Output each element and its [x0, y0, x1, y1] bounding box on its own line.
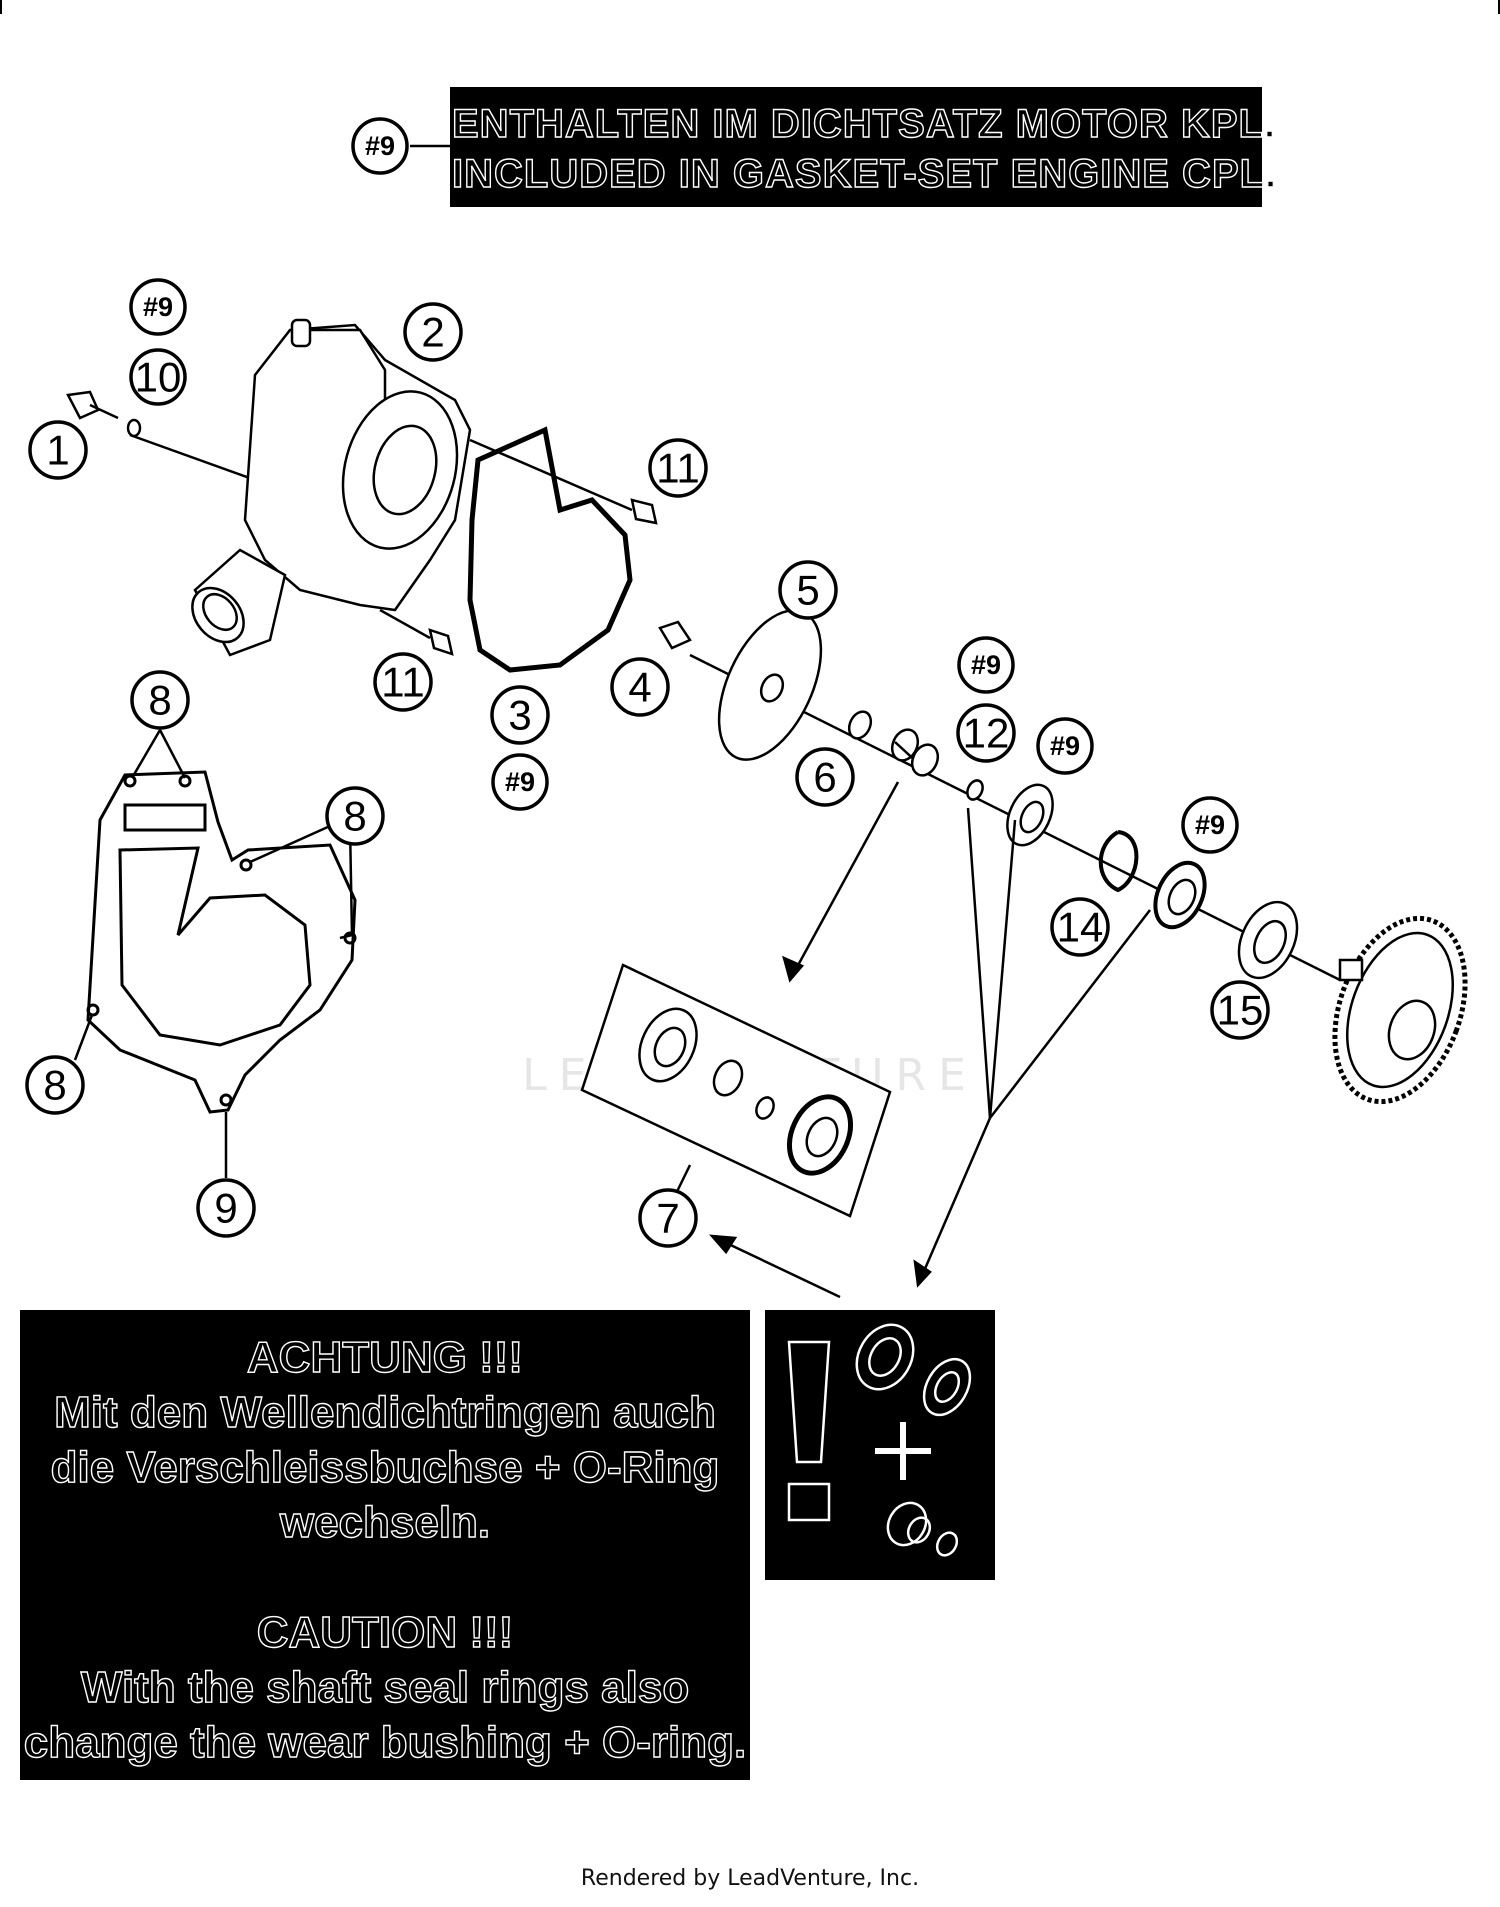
banner-line-german: ENTHALTEN IM DICHTSATZ MOTOR KPL. [451, 101, 1277, 146]
seal-washer-part [126, 418, 142, 438]
svg-text:#9: #9 [505, 767, 535, 797]
callout-11-upper: 11 [648, 438, 708, 498]
callout-2: 2 [403, 302, 463, 362]
o-ring-icon [935, 1531, 959, 1557]
corner-mark-right [1498, 0, 1500, 14]
gasket-set-banner: ENTHALTEN IM DICHTSATZ MOTOR KPL. INCLUD… [450, 87, 1278, 207]
callout-11-lower: 11 [373, 652, 433, 712]
circlip-part [1098, 830, 1139, 893]
svg-text:#9: #9 [1050, 731, 1080, 761]
shaft-seal-part [1006, 783, 1054, 847]
svg-text:5: 5 [796, 567, 819, 614]
svg-text:8: 8 [148, 677, 171, 724]
callout-8-left: 8 [25, 1055, 85, 1115]
svg-text:14: 14 [1057, 904, 1104, 951]
ref-callout-9-oring: #9 [957, 636, 1015, 694]
seal-ring-icon [855, 1323, 915, 1391]
callout-6: 6 [795, 747, 855, 807]
housing-gasket-part [467, 426, 633, 673]
callout-12: 12 [956, 703, 1016, 763]
ref-callout-9-bearing-seal: #9 [1181, 796, 1239, 854]
corner-mark-left [0, 0, 2, 14]
callout-3: 3 [490, 685, 550, 745]
cover-gasket-part [86, 770, 357, 1114]
radial-shaft-seal-part [1153, 860, 1207, 930]
wear-bushing-part [890, 728, 940, 777]
svg-text:#9: #9 [365, 131, 395, 161]
screw-part [66, 390, 119, 420]
callout-5: 5 [778, 560, 838, 620]
callout-8-right: 8 [325, 786, 385, 846]
svg-text:1: 1 [46, 427, 69, 474]
exclamation-dot-icon [787, 1482, 831, 1522]
warning-line-german-1: Mit den Wellendichtringen auch [53, 1387, 716, 1437]
svg-text:6: 6 [813, 754, 836, 801]
callout-10: 10 [129, 348, 187, 406]
warning-title-english: CAUTION !!! [256, 1607, 514, 1657]
banner-line-english: INCLUDED IN GASKET-SET ENGINE CPL. [451, 151, 1278, 196]
callout-1: 1 [28, 420, 88, 480]
svg-text:8: 8 [343, 793, 366, 840]
svg-text:15: 15 [1217, 987, 1264, 1034]
plus-icon [875, 1422, 931, 1480]
callout-4: 4 [610, 657, 670, 717]
warning-title-german: ACHTUNG !!! [246, 1332, 524, 1382]
repair-kit-box [580, 963, 892, 1218]
ball-bearing-part [1237, 900, 1299, 980]
svg-text:2: 2 [421, 309, 444, 356]
callout-8-top: 8 [130, 670, 190, 730]
svg-text:#9: #9 [143, 292, 173, 322]
screw-axis-line [129, 433, 256, 482]
callout-9: 9 [196, 1178, 256, 1238]
svg-text:#9: #9 [971, 650, 1001, 680]
caution-box: ACHTUNG !!! Mit den Wellendichtringen au… [20, 1310, 750, 1780]
dowel-pin-part-lower [428, 628, 454, 656]
dowel-pin-part-upper [630, 498, 658, 525]
warning-line-german-2: die Verschleissbuchse + O-Ring [50, 1442, 720, 1492]
replace-parts-icon-box [765, 1310, 995, 1580]
svg-text:11: 11 [656, 445, 700, 492]
o-ring-part [966, 779, 984, 801]
warning-line-german-3: wechseln. [279, 1497, 491, 1547]
ref-callout-9-seal: #9 [1036, 717, 1094, 775]
exclamation-bar-icon [787, 1340, 831, 1464]
svg-text:9: 9 [214, 1185, 237, 1232]
svg-text:10: 10 [135, 354, 182, 401]
svg-text:12: 12 [963, 710, 1010, 757]
callout-7: 7 [638, 1188, 698, 1248]
washer-part [847, 710, 873, 740]
replace-parts-icon [787, 1323, 972, 1557]
callout-14: 14 [1050, 897, 1110, 957]
svg-text:7: 7 [656, 1195, 679, 1242]
svg-text:3: 3 [508, 692, 531, 739]
svg-text:4: 4 [628, 664, 651, 711]
svg-text:#9: #9 [1195, 810, 1225, 840]
ref-callout-9-housing: #9 [129, 278, 187, 336]
bushing-icon [886, 1501, 928, 1547]
warning-line-english-1: With the shaft seal rings also [80, 1662, 690, 1712]
svg-text:8: 8 [43, 1062, 66, 1109]
callout-15: 15 [1210, 980, 1270, 1040]
footer-credit: Rendered by LeadVenture, Inc. [580, 1866, 920, 1891]
pump-gear-shaft-part [1332, 915, 1468, 1105]
seal-ring-small-icon [922, 1357, 972, 1417]
warning-line-english-2: change the wear bushing + O-ring. [23, 1717, 747, 1767]
ref-callout-9-gasket: #9 [491, 753, 549, 811]
impeller-bolt-part [658, 620, 692, 650]
pump-housing-part [191, 318, 472, 657]
ref-callout-banner: #9 [351, 117, 409, 175]
svg-text:11: 11 [381, 659, 425, 706]
